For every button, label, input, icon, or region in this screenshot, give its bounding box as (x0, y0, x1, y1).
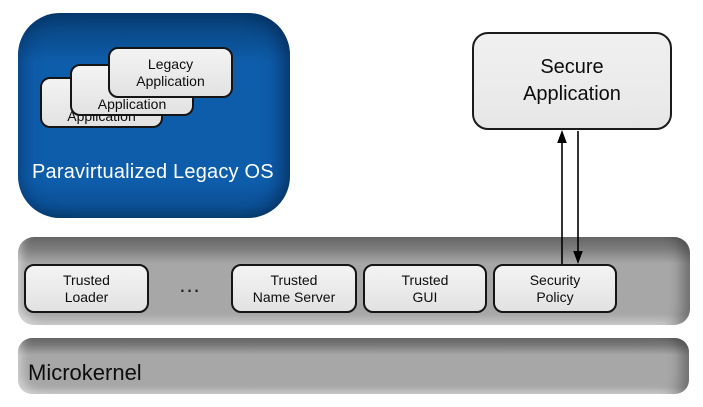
arrow-down (573, 131, 583, 264)
trusted-gui-box: Trusted GUI (363, 264, 487, 313)
services-ellipsis: ... (179, 272, 201, 297)
microkernel-block (18, 338, 689, 394)
trusted-name-server-box: Trusted Name Server (231, 264, 357, 313)
secure-application-box: Secure Application (472, 32, 672, 130)
arrow-up (557, 130, 567, 264)
security-policy-box: Security Policy (493, 264, 617, 313)
legacy-application-box-front: Legacy Application (108, 47, 233, 98)
secure-app-policy-arrows (557, 130, 583, 264)
trusted-loader-box: Trusted Loader (24, 264, 149, 313)
microkernel-label: Microkernel (28, 360, 142, 385)
paravirtualized-legacy-os-label: Paravirtualized Legacy OS (32, 161, 274, 183)
